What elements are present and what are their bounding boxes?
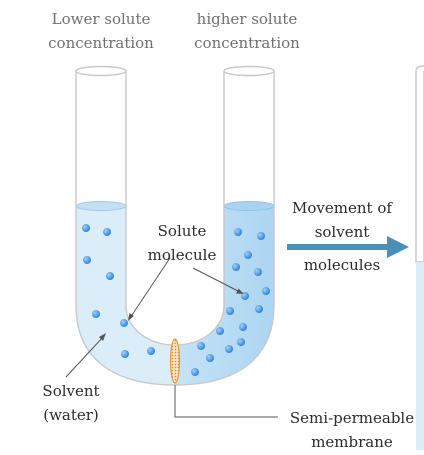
left-top-label: Lower solute concentration (32, 7, 170, 55)
right-top-line-1: higher solute (196, 10, 298, 28)
movement-line-2: solvent (314, 223, 370, 241)
movement-arrow (287, 236, 409, 258)
solute-line-2: molecule (147, 246, 217, 264)
membrane-label: Semi-permeable membrane (282, 406, 422, 454)
left-tube-rim (75, 65, 127, 77)
semi-permeable-membrane (169, 338, 181, 384)
right-top-line-2: concentration (194, 34, 300, 52)
next-tube-solution (416, 262, 424, 450)
solute-particle-right (262, 287, 270, 295)
membrane-line-1: Semi-permeable (289, 409, 415, 427)
solute-molecule-label: Solute molecule (137, 219, 227, 267)
solute-particle-left (82, 224, 90, 232)
solute-particles (82, 224, 270, 376)
solute-particle-right (257, 232, 265, 240)
solute-particle-right (225, 345, 233, 353)
next-tube-rim (415, 65, 424, 72)
solute-particle-right (239, 323, 247, 331)
solute-particle-right (255, 305, 263, 313)
right-solution-surface (223, 201, 275, 211)
solute-particle-left (147, 347, 155, 355)
solute-particle-left (103, 228, 111, 236)
next-tube-partial (415, 71, 424, 263)
solvent-leader-head (99, 333, 106, 341)
solute-particle-right (216, 327, 224, 335)
solute-particle-right (197, 342, 205, 350)
left-solution-surface (75, 201, 127, 211)
solute-particle-left (92, 310, 100, 318)
movement-label-bottom: molecules (282, 253, 402, 277)
solvent-line-2: (water) (43, 406, 99, 424)
solvent-line-1: Solvent (42, 382, 100, 400)
solute-leader-right-head (236, 288, 244, 294)
left-top-line-1: Lower solute (51, 10, 151, 28)
solute-particle-right (241, 292, 249, 300)
solute-particle-left (106, 272, 114, 280)
membrane-leader (174, 385, 278, 418)
solvent-leader (65, 335, 105, 378)
solute-line-1: Solute (157, 222, 207, 240)
solute-particle-right (254, 268, 262, 276)
left-top-line-2: concentration (48, 34, 154, 52)
solvent-label: Solvent (water) (28, 379, 114, 427)
movement-line-3: molecules (303, 256, 381, 274)
leader-lines (65, 257, 278, 418)
solute-leader-left (129, 257, 171, 319)
solute-particle-right (206, 354, 214, 362)
solute-particle-left (83, 256, 91, 264)
right-top-label: higher solute concentration (178, 7, 316, 55)
solute-particle-right (244, 251, 252, 259)
solute-particle-left (120, 319, 128, 327)
solute-particle-right (232, 263, 240, 271)
membrane-line-2: membrane (311, 433, 393, 451)
right-tube-rim (223, 65, 275, 77)
solute-particle-left (121, 350, 129, 358)
solute-particle-right (226, 307, 234, 315)
solute-particle-right (237, 338, 245, 346)
movement-label: Movement of solvent (282, 196, 402, 244)
movement-line-1: Movement of (292, 199, 392, 217)
solute-particle-right (234, 228, 242, 236)
solute-leader-left-head (128, 313, 134, 321)
solute-particle-right (191, 368, 199, 376)
solute-leader-right (192, 267, 241, 293)
